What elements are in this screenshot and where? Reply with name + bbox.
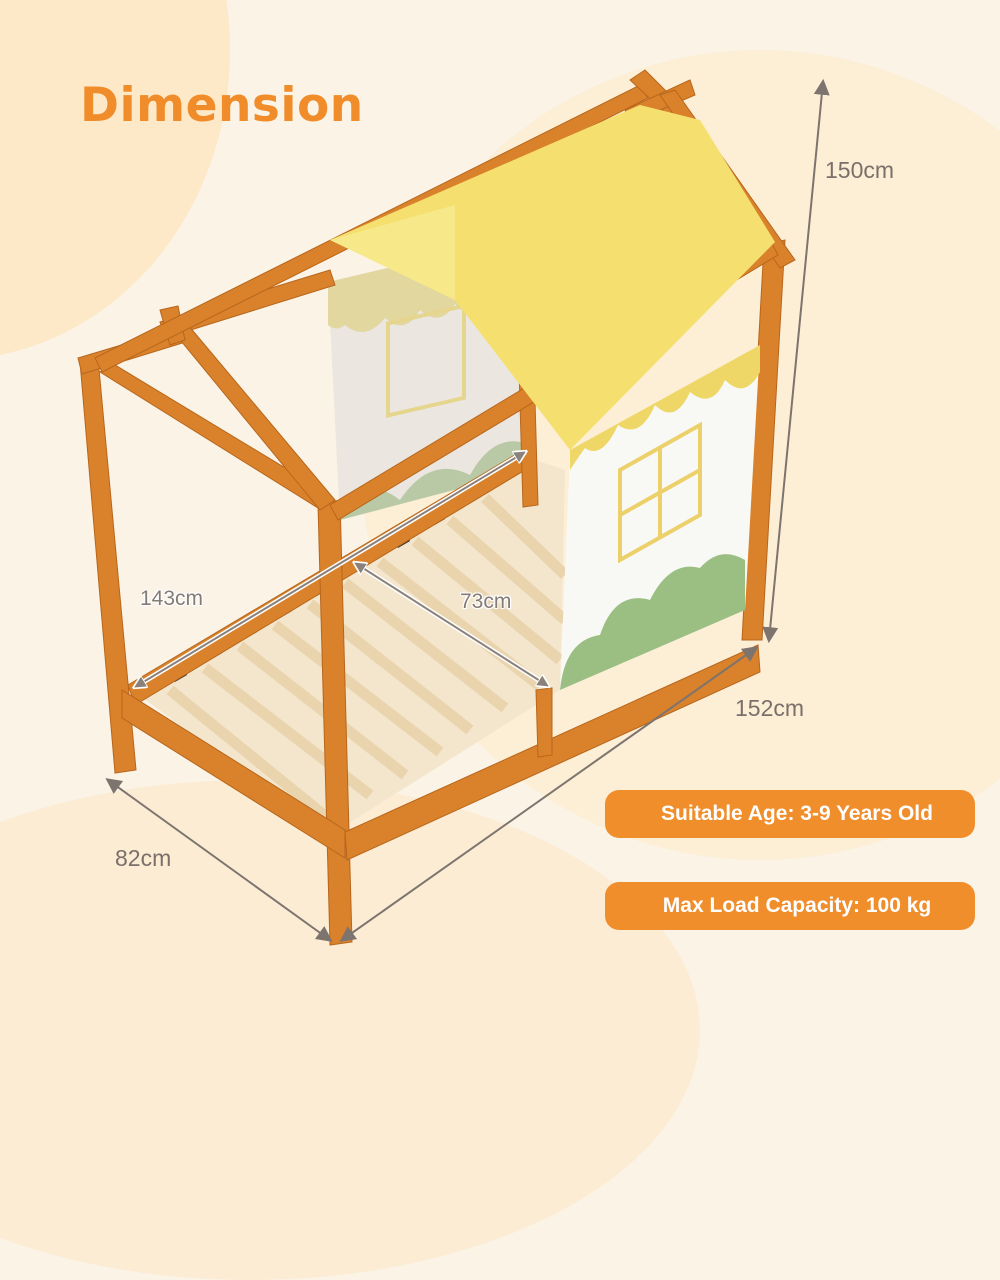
dimension-arrows	[105, 78, 830, 942]
inner-dimension-arrows	[135, 452, 548, 687]
width-arrow-icon	[105, 778, 333, 942]
page-title: Dimension	[80, 78, 364, 133]
height-dimension-label: 150cm	[825, 157, 895, 183]
inner-width-dimension-label: 73cm	[460, 590, 512, 613]
roof-canopy	[330, 105, 775, 450]
inner-length-dimension-label: 143cm	[140, 587, 204, 610]
max-load-badge: Max Load Capacity: 100 kg	[605, 882, 975, 930]
suitable-age-badge: Suitable Age: 3-9 Years Old	[605, 790, 975, 838]
width-dimension-label: 82cm	[115, 845, 172, 871]
inner-width-arrow-icon	[355, 563, 548, 686]
length-arrow-icon	[339, 646, 759, 942]
height-arrow-icon	[762, 78, 830, 644]
length-dimension-label: 152cm	[735, 695, 805, 721]
house-bed-illustration	[77, 69, 830, 946]
inner-length-arrow-icon	[135, 452, 525, 687]
